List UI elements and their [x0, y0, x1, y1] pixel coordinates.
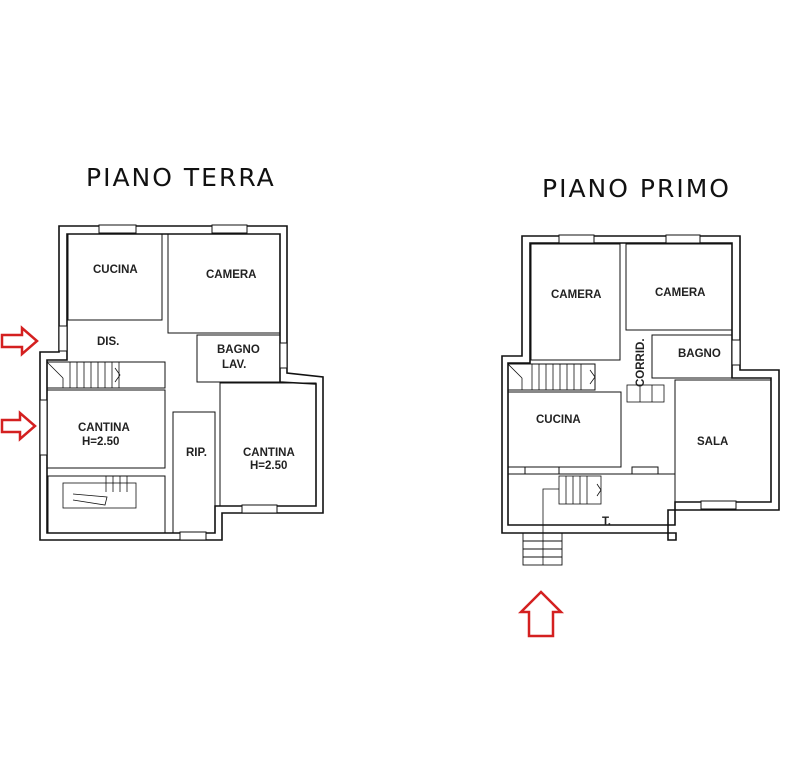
window	[58, 325, 68, 352]
room-terrazzo	[507, 473, 676, 526]
room-label: CAMERA	[655, 287, 705, 299]
room-label: CORRID.	[635, 338, 647, 387]
room-cucina	[67, 233, 163, 321]
room-label: CANTINA	[78, 422, 130, 434]
room-ripostiglio	[172, 411, 216, 534]
room-camera-1	[530, 243, 621, 361]
room-cucina	[507, 391, 622, 468]
entrance-arrow-right	[0, 410, 37, 442]
window	[558, 234, 595, 244]
room-label: SALA	[697, 436, 728, 448]
plan-piano-terra: PIANO TERRA CUC	[0, 163, 324, 541]
room-label: CAMERA	[206, 269, 256, 281]
room-label: CAMERA	[551, 289, 601, 301]
stair-treads	[507, 363, 665, 403]
room-label: BAGNO	[217, 344, 260, 356]
plan-title: PIANO PRIMO	[542, 174, 731, 203]
terrace-stairs	[542, 475, 602, 565]
window	[241, 504, 278, 514]
room-label: T.	[602, 516, 611, 528]
window	[665, 234, 701, 244]
window	[98, 224, 137, 234]
room-label: H=2.50	[250, 460, 287, 472]
window	[524, 466, 560, 475]
room-label: CUCINA	[536, 414, 581, 426]
window	[700, 500, 737, 510]
window	[39, 399, 48, 456]
room-camera-2	[625, 243, 733, 331]
plan-piano-primo: PIANO PRIMO	[501, 174, 780, 638]
plan-title: PIANO TERRA	[86, 163, 276, 192]
entrance-arrow-right	[0, 325, 39, 357]
room-label: H=2.50	[82, 436, 119, 448]
entrance-stairs	[522, 532, 563, 566]
window	[179, 531, 207, 541]
room-camera	[167, 233, 281, 334]
room-label: CANTINA	[243, 447, 295, 459]
room-label: DIS.	[97, 336, 119, 348]
room-label: RIP.	[186, 447, 207, 459]
lower-stairs	[62, 476, 137, 509]
stairs	[46, 361, 166, 389]
window	[731, 339, 741, 366]
window	[279, 342, 288, 369]
room-label: LAV.	[222, 359, 246, 371]
room-stair-lower	[47, 475, 166, 534]
window	[631, 466, 659, 475]
window	[211, 224, 248, 234]
outer-wall	[501, 235, 780, 541]
entrance-arrow-up	[517, 590, 565, 638]
room-label: CUCINA	[93, 264, 138, 276]
stair-treads	[46, 361, 121, 388]
room-cantina-2	[219, 382, 317, 507]
room-label: BAGNO	[678, 348, 721, 360]
outer-wall	[39, 225, 324, 541]
